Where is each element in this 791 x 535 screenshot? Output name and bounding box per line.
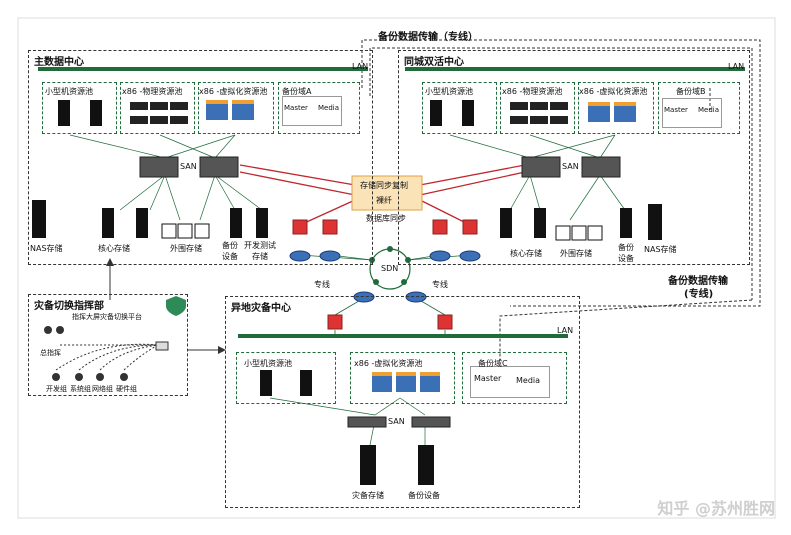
- storage-label: 开发测试: [244, 241, 276, 250]
- remote-dc-box: [225, 296, 580, 508]
- same-city-dc-title: 同城双活中心: [404, 57, 464, 68]
- lan-label: LAN: [728, 62, 745, 71]
- remote-dc-title: 异地灾备中心: [231, 303, 291, 314]
- pool-label: x86 -虚拟化资源池: [579, 87, 648, 96]
- storage-label: 核心存储: [510, 249, 542, 258]
- pool-box: [198, 82, 274, 134]
- storage-label: 存储: [252, 252, 268, 261]
- pool-label: 备份域C: [478, 359, 508, 368]
- lan-label: LAN: [557, 326, 574, 335]
- dedicated-line-left: 专线: [314, 280, 330, 289]
- command-box: [28, 294, 188, 396]
- pool-label: x86 -虚拟化资源池: [354, 359, 423, 368]
- sdn-label: SDN: [381, 264, 399, 273]
- storage-label: 核心存储: [98, 244, 130, 253]
- master-label: Master: [284, 104, 308, 112]
- pool-box: [120, 82, 195, 134]
- storage-label: NAS存储: [30, 244, 63, 253]
- pool-label: 小型机资源池: [244, 359, 292, 368]
- pool-box: [350, 352, 455, 404]
- watermark: 知乎 @苏州胜网: [657, 499, 775, 518]
- san-label: SAN: [388, 417, 405, 426]
- media-label: Media: [516, 376, 541, 385]
- pool-box: [500, 82, 575, 134]
- backup-transfer-right-2: (专线): [684, 289, 714, 300]
- master-media-box: [662, 98, 722, 128]
- dr-backup-device-label: 备份设备: [408, 491, 440, 500]
- storage-label: 外围存储: [560, 249, 592, 258]
- db-sync-label: 数据库同步: [366, 214, 406, 223]
- pool-label: 备份域A: [282, 87, 312, 96]
- master-media-box: [470, 366, 550, 398]
- pool-box: [278, 82, 360, 134]
- command-title: 灾备切换指挥部: [34, 301, 104, 312]
- pool-label: 小型机资源池: [45, 87, 93, 96]
- dr-storage-label: 灾备存储: [352, 491, 384, 500]
- pool-box: [578, 82, 654, 134]
- pool-box: [422, 82, 497, 134]
- storage-label: 设备: [618, 254, 634, 263]
- cmd-role: 网络组: [92, 385, 113, 393]
- storage-sync-label: 存储同步复制: [360, 181, 408, 190]
- media-label: Media: [318, 104, 340, 112]
- master-label: Master: [474, 374, 502, 383]
- main-dc-box: [28, 50, 373, 265]
- cmd-role: 开发组: [46, 385, 67, 393]
- storage-label: 外围存储: [170, 244, 202, 253]
- bare-fiber-label: 裸纤: [376, 196, 392, 205]
- cmd-commander: 指挥大屏: [72, 313, 100, 321]
- pool-label: 备份域B: [676, 87, 706, 96]
- pool-label: x86 -物理资源池: [502, 87, 563, 96]
- pool-box: [462, 352, 567, 404]
- same-city-dc-box: [398, 50, 750, 265]
- san-label: SAN: [180, 162, 197, 171]
- storage-label: 备份: [618, 243, 634, 252]
- pool-label: x86 -物理资源池: [122, 87, 183, 96]
- pool-label: x86 -虚拟化资源池: [199, 87, 268, 96]
- pool-label: 小型机资源池: [425, 87, 473, 96]
- storage-label: 备份: [222, 241, 238, 250]
- pool-box: [42, 82, 117, 134]
- cmd-role: 系统组: [70, 385, 91, 393]
- master-media-box: [282, 96, 342, 126]
- media-label: Media: [698, 106, 720, 114]
- cmd-platform: 灾备切换平台: [100, 313, 142, 321]
- storage-label: NAS存储: [644, 245, 677, 254]
- cmd-director: 总指挥: [40, 349, 61, 357]
- backup-transfer-right-1: 备份数据传输: [668, 276, 728, 287]
- san-label: SAN: [562, 162, 579, 171]
- backup-transfer-top: 备份数据传输（专线）: [378, 32, 478, 43]
- pool-box: [658, 82, 740, 134]
- dedicated-line-right: 专线: [432, 280, 448, 289]
- pool-box: [236, 352, 336, 404]
- cmd-role: 硬件组: [116, 385, 137, 393]
- storage-label: 设备: [222, 252, 238, 261]
- lan-label: LAN: [352, 62, 369, 71]
- master-label: Master: [664, 106, 688, 114]
- main-dc-title: 主数据中心: [34, 57, 84, 68]
